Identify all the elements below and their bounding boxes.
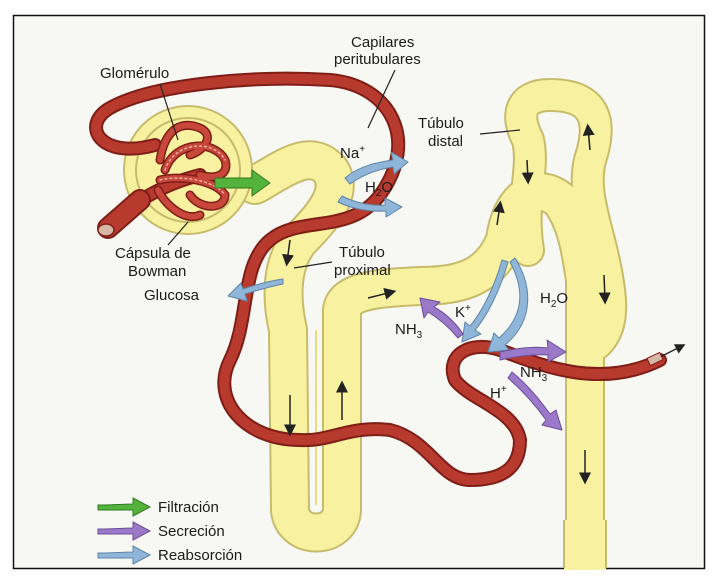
proximal-tubule-label-line1: Túbulo [339,244,385,261]
capillaries-label-line2: peritubulares [334,51,421,68]
legend-label-secretion: Secreción [158,523,225,540]
proximal-tubule-label-line2: proximal [334,262,391,279]
bowman-capsule-label-line1: Cápsula de [115,245,191,262]
glomerulus-label: Glomérulo [100,65,169,82]
distal-tubule-label-line1: Túbulo [418,115,464,132]
legend-label-reabsorption: Reabsorción [158,547,242,564]
legend-label-filtration: Filtración [158,499,219,516]
artery-opening [98,224,114,236]
flow-arrow [604,275,605,300]
capillaries-label-line1: Capilares [351,34,414,51]
flow-arrow [527,160,528,180]
collecting-duct-end [564,520,606,570]
bowman-capsule-label-line2: Bowman [128,263,186,280]
glucose-label: Glucosa [144,287,200,304]
distal-tubule-label-line2: distal [428,133,463,150]
